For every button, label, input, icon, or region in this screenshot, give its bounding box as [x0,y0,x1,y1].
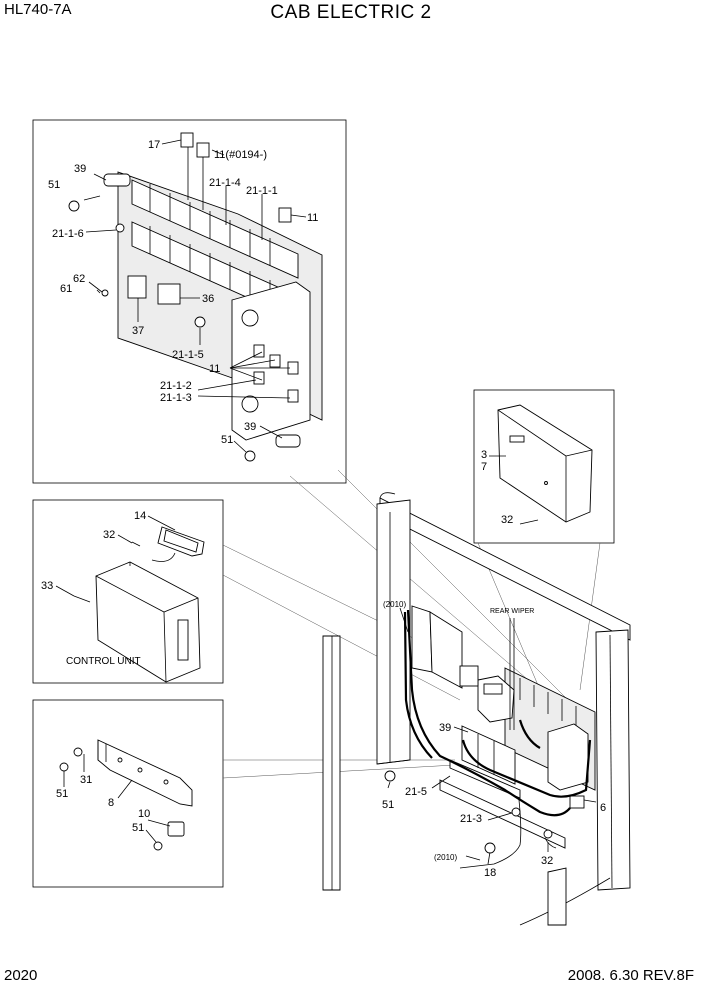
module-drawing [489,404,593,525]
callout-21-1-3: 21-1-3 [160,392,192,404]
callout-2010-b: (2010) [434,853,457,862]
callout-2010-a: (2010) [383,600,406,609]
bracket-leaders [63,754,171,843]
callout-17: 17 [148,139,160,151]
callout-39-a: 39 [74,163,86,175]
callout-51-b: 51 [221,434,233,446]
control-unit-label: CONTROL UNIT [66,656,141,667]
callout-21-1-4: 21-1-4 [209,177,241,189]
callout-51-e: 51 [382,799,394,811]
cab-main-drawing [322,492,631,926]
callout-21-1-6: 21-1-6 [52,228,84,240]
callout-39-b: 39 [244,421,256,433]
callout-7: 7 [481,461,487,473]
callout-10: 10 [138,808,150,820]
relay-panel-drawing [68,132,323,462]
cab-wiring [403,609,592,869]
callout-39-c: 39 [439,722,451,734]
inset-guide-lines [222,469,601,779]
rear-wiper-label: REAR WIPER [490,608,534,615]
callout-37: 37 [132,325,144,337]
callout-36: 36 [202,293,214,305]
control-unit-leaders [55,515,176,597]
inset-control-unit [32,499,224,684]
callout-3: 3 [481,449,487,461]
callout-31: 31 [80,774,92,786]
cab-leaders [387,607,597,865]
inset-relay-panel [32,119,347,484]
callout-62: 62 [73,273,85,285]
control-unit-drawing [73,526,205,683]
callout-21-5: 21-5 [405,786,427,798]
callout-51-c: 51 [56,788,68,800]
callout-21-3: 21-3 [460,813,482,825]
callout-21-1-1: 21-1-1 [246,185,278,197]
revision-date: 2008. 6.30 REV.8F [567,967,694,984]
callout-11-c: 11 [209,363,220,375]
callout-14: 14 [134,510,146,522]
page-number: 2020 [4,967,38,984]
callout-32-c: 32 [541,855,553,867]
bracket-drawing [59,739,193,851]
callout-32-a: 32 [501,514,513,526]
page-title: CAB ELECTRIC 2 [270,2,432,23]
callout-8: 8 [108,797,114,809]
callout-51-d: 51 [132,822,144,834]
model-number: HL740-7A [4,1,72,18]
callout-21-1-2: 21-1-2 [160,380,192,392]
callout-11-serial: 11(#0194-) [214,149,267,161]
callout-18: 18 [484,867,496,879]
inset-module [473,389,615,544]
inset-bracket [32,699,224,888]
cab-fasteners [384,770,553,854]
callout-61: 61 [60,283,72,295]
callout-51-a: 51 [48,179,60,191]
callout-33: 33 [41,580,53,592]
callout-6: 6 [600,802,606,814]
callout-11-b: 11 [307,212,318,224]
relay-panel-leaders [83,139,307,453]
callout-32-b: 32 [103,529,115,541]
callout-21-1-5: 21-1-5 [172,349,204,361]
